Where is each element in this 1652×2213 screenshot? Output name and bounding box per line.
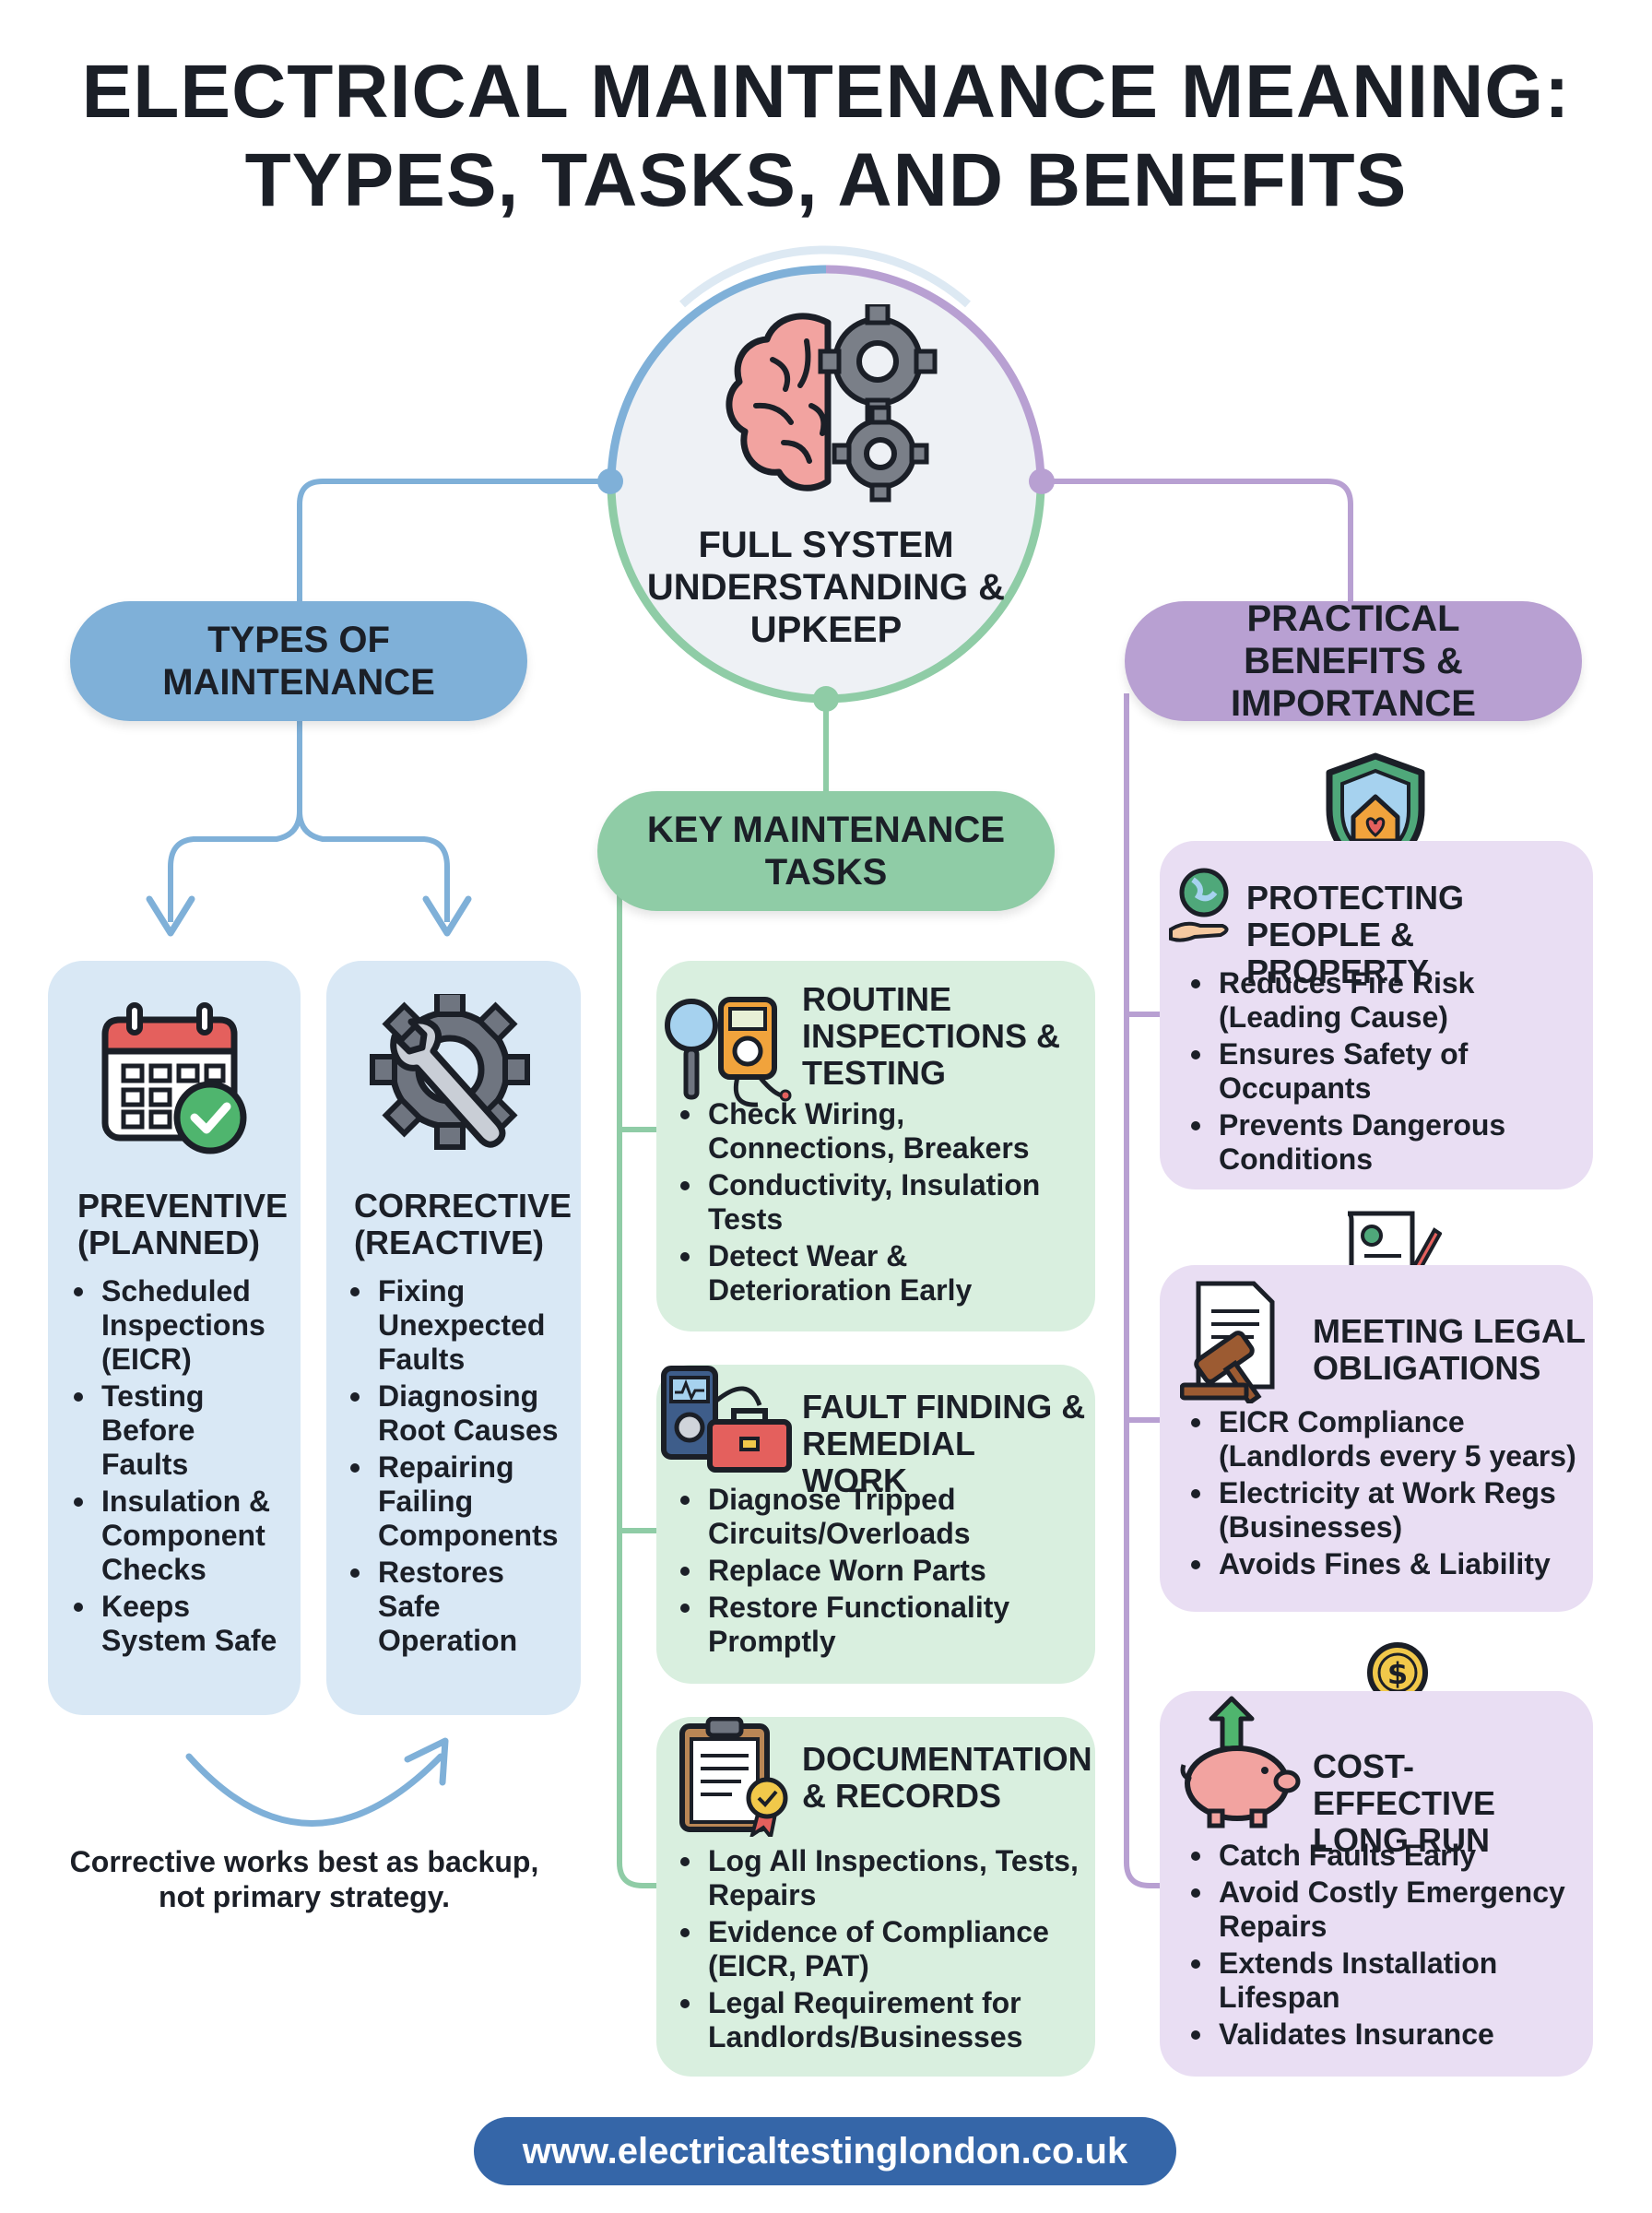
broken-gear-wrench-icon (370, 994, 530, 1150)
corrective-title: CORRECTIVE (REACTIVE) (354, 1187, 572, 1261)
title-line-1: ELECTRICAL MAINTENANCE MEANING: (81, 50, 1571, 134)
list-item: Log All Inspections, Tests, Repairs (675, 1844, 1080, 1912)
svg-text:$: $ (1387, 1656, 1408, 1691)
center-ring-purple (825, 265, 1045, 485)
preventive-card: PREVENTIVE (PLANNED) Scheduled Inspectio… (48, 961, 301, 1715)
list-item: Restores Safe Operation (345, 1556, 572, 1658)
website-link[interactable]: www.electricaltestinglondon.co.uk (474, 2117, 1176, 2185)
benefit-title: COST-EFFECTIVE LONG RUN (1313, 1747, 1496, 1859)
list-item: Diagnosing Root Causes (345, 1379, 572, 1448)
title-line-2: TYPES, TASKS, AND BENEFITS (244, 138, 1408, 222)
list-item: Extends Installation Lifespan (1186, 1947, 1582, 2015)
list-item: Check Wiring, Connections, Breakers (675, 1097, 1080, 1166)
list-item: Keeps System Safe (68, 1590, 289, 1658)
benefit-title: PROTECTING PEOPLE & PROPERTY (1246, 879, 1465, 990)
list-item: Avoid Costly Emergency Repairs (1186, 1876, 1582, 1944)
list-item: Validates Insurance (1186, 2018, 1582, 2052)
benefits-heading: PRACTICAL BENEFITS & IMPORTANCE (1125, 598, 1582, 724)
list-item: Restore Functionality Promptly (675, 1591, 1080, 1659)
list-item: Insulation & Component Checks (68, 1485, 289, 1587)
task-bullets: Log All Inspections, Tests, Repairs Evid… (675, 1844, 1080, 2057)
list-item: Testing Before Faults (68, 1379, 289, 1482)
piggy-bank-coin-icon (1180, 1696, 1301, 1828)
list-item: Ensures Safety of Occupants (1186, 1037, 1582, 1106)
clipboard-certificate-icon (679, 1717, 788, 1837)
gavel-document-icon (1180, 1281, 1275, 1403)
list-item: Electricity at Work Regs (Businesses) (1186, 1476, 1582, 1544)
tester-toolbox-icon (661, 1366, 792, 1473)
benefit-bullets: Catch Faults Early Avoid Costly Emergenc… (1186, 1839, 1582, 2054)
list-item: Prevents Dangerous Conditions (1186, 1108, 1582, 1177)
tasks-heading: KEY MAINTENANCE TASKS (597, 791, 1055, 911)
center-ring-blue (607, 265, 827, 485)
types-heading: TYPES OF MAINTENANCE (70, 601, 527, 721)
task-card-fault-finding: FAULT FINDING & REMEDIAL WORK Diagnose T… (656, 1365, 1095, 1684)
list-item: Avoids Fines & Liability (1186, 1547, 1582, 1581)
benefit-bullets: EICR Compliance (Landlords every 5 years… (1186, 1405, 1582, 1584)
center-label: FULL SYSTEM UNDERSTANDING & UPKEEP (646, 525, 1006, 650)
task-card-inspections: ROUTINE INSPECTIONS & TESTING Check Wiri… (656, 961, 1095, 1331)
globe-hand-icon (1169, 868, 1229, 942)
task-title: DOCUMENTATION & RECORDS (802, 1740, 1092, 1815)
list-item: Conductivity, Insulation Tests (675, 1168, 1080, 1237)
benefit-bullets: Reduces Fire Risk (Leading Cause) Ensure… (1186, 966, 1582, 1179)
benefit-card-protecting: PROTECTING PEOPLE & PROPERTY Reduces Fir… (1160, 841, 1593, 1189)
list-item: Evidence of Compliance (EICR, PAT) (675, 1915, 1080, 1983)
list-item: Catch Faults Early (1186, 1839, 1582, 1873)
types-note: Corrective works best as backup, not pri… (69, 1845, 539, 1913)
list-item: Legal Requirement for Landlords/Business… (675, 1986, 1080, 2054)
list-item: Replace Worn Parts (675, 1554, 1080, 1588)
brain-gears-icon (726, 304, 938, 503)
task-title: ROUTINE INSPECTIONS & TESTING (802, 980, 1061, 1092)
preventive-bullets: Scheduled Inspections (EICR) Testing Bef… (68, 1274, 289, 1661)
corrective-bullets: Fixing Unexpected Faults Diagnosing Root… (345, 1274, 572, 1661)
list-item: Detect Wear & Deterioration Early (675, 1239, 1080, 1308)
list-item: Diagnose Tripped Circuits/Overloads (675, 1483, 1080, 1551)
calendar-check-icon (101, 1002, 247, 1154)
task-bullets: Check Wiring, Connections, Breakers Cond… (675, 1097, 1080, 1310)
page-title: ELECTRICAL MAINTENANCE MEANING: TYPES, T… (0, 48, 1652, 225)
task-card-documentation: DOCUMENTATION & RECORDS Log All Inspecti… (656, 1717, 1095, 2077)
task-bullets: Diagnose Tripped Circuits/Overloads Repl… (675, 1483, 1080, 1662)
list-item: Repairing Failing Components (345, 1450, 572, 1553)
magnifier-multimeter-icon (665, 997, 792, 1107)
benefit-card-legal: MEETING LEGAL OBLIGATIONS EICR Complianc… (1160, 1265, 1593, 1612)
list-item: EICR Compliance (Landlords every 5 years… (1186, 1405, 1582, 1473)
list-item: Scheduled Inspections (EICR) (68, 1274, 289, 1377)
task-title: FAULT FINDING & REMEDIAL WORK (802, 1388, 1086, 1499)
list-item: Fixing Unexpected Faults (345, 1274, 572, 1377)
list-item: Reduces Fire Risk (Leading Cause) (1186, 966, 1582, 1035)
benefit-card-cost: COST-EFFECTIVE LONG RUN Catch Faults Ear… (1160, 1691, 1593, 2077)
benefit-title: MEETING LEGAL OBLIGATIONS (1313, 1312, 1586, 1387)
preventive-title: PREVENTIVE (PLANNED) (77, 1187, 289, 1261)
corrective-card: CORRECTIVE (REACTIVE) Fixing Unexpected … (326, 961, 581, 1715)
